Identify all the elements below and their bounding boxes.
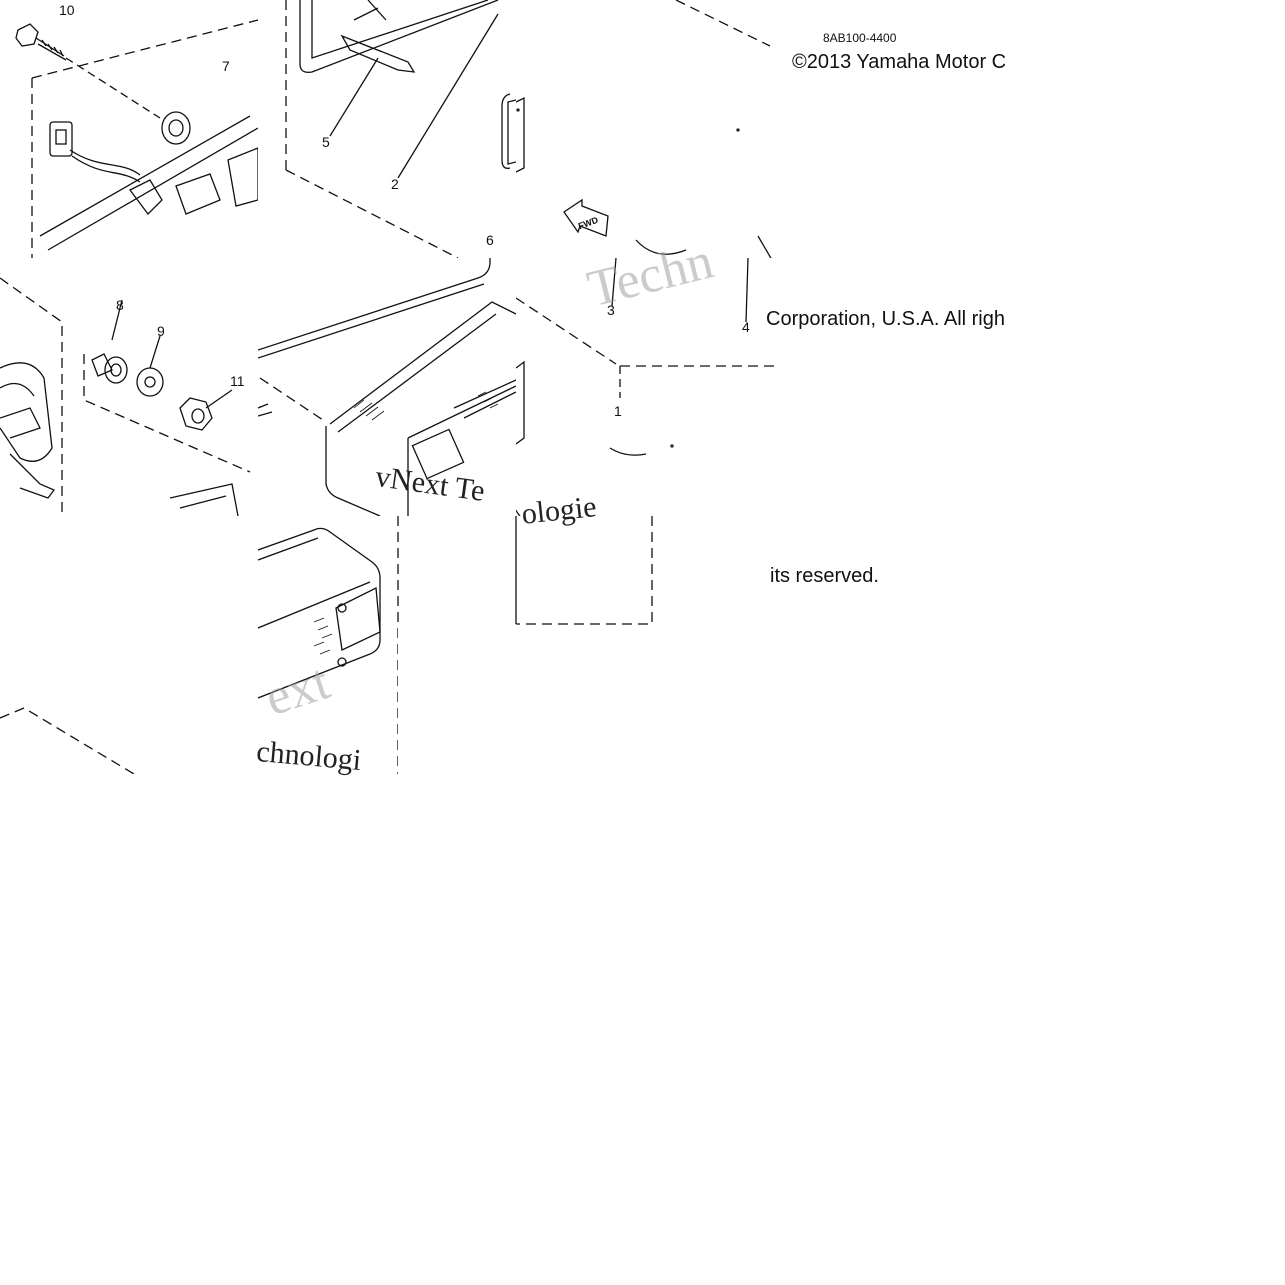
diagram-tile-bottom-left — [0, 700, 140, 774]
fastener-drawing — [0, 277, 251, 516]
diagram-tile-top-right: 8AB100-4400 ©2013 Yamaha Motor C FWD — [516, 0, 1032, 258]
fwd-arrow-icon — [563, 198, 609, 237]
lamp-housing-rear-drawing — [15, 19, 258, 258]
diagram-tile-center-right — [516, 258, 774, 516]
lens-drawing — [285, 0, 516, 258]
callout-11: 11 — [230, 373, 245, 389]
diagram-tile-top-left — [0, 0, 258, 258]
callout-7: 7 — [222, 58, 230, 74]
part-code: 8AB100-4400 — [823, 31, 897, 45]
callout-10: 10 — [59, 2, 75, 18]
diagram-tile-top-middle — [258, 0, 516, 258]
callout-3: 3 — [607, 302, 615, 318]
boundary-fragment — [0, 707, 135, 774]
callout-8: 8 — [116, 297, 124, 313]
copyright-line-3: its reserved. — [770, 565, 879, 587]
copyright-line-1: ©2013 Yamaha Motor C — [792, 51, 1007, 73]
pin-icon — [91, 353, 128, 384]
callout-4: 4 — [742, 319, 750, 335]
callout-9: 9 — [157, 323, 165, 339]
callout-5: 5 — [322, 134, 330, 150]
diagram-tile-lower-right — [398, 516, 658, 628]
main-housing-drawing — [258, 258, 516, 516]
copyright-line-2: Corporation, U.S.A. All righ — [766, 308, 1005, 330]
diagram-tile-middle-left — [0, 258, 258, 516]
bolt-icon — [15, 23, 67, 61]
washer-icon — [136, 367, 164, 397]
nut-icon — [179, 397, 213, 431]
fwd-arrow-drawing — [516, 0, 772, 258]
diagram-tile-lower-center — [258, 516, 398, 774]
callout-1: 1 — [614, 403, 622, 419]
dashed-box-drawing — [398, 516, 653, 628]
diagram-tile-center: Techn — [258, 258, 516, 516]
callout-2: 2 — [391, 176, 399, 192]
lower-housing-drawing — [258, 516, 398, 774]
screw-drawing — [516, 258, 774, 516]
callout-6: 6 — [486, 232, 494, 248]
